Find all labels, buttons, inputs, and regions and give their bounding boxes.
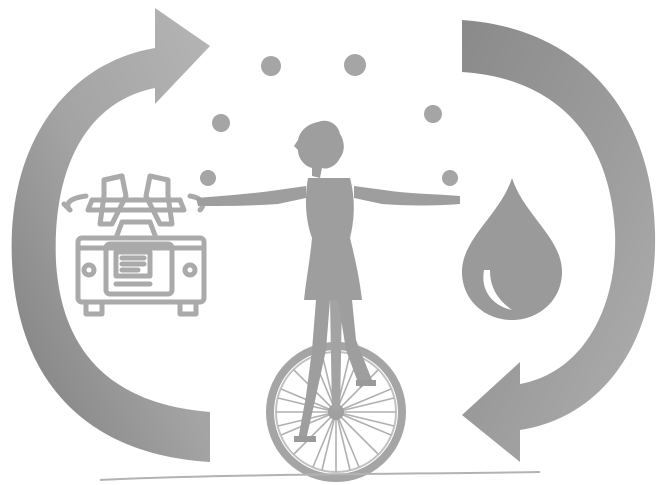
juggling-ball [261, 56, 281, 76]
centrifuge-machine-icon [64, 176, 204, 314]
left-cycle-arrow [12, 8, 210, 462]
water-drop-icon [462, 178, 562, 320]
unicycle-juggler-silhouette [196, 121, 460, 478]
juggling-ball [344, 54, 366, 76]
juggling-ball [212, 114, 230, 132]
juggling-ball [424, 105, 442, 123]
juggling-ball [200, 170, 216, 186]
juggling-ball [442, 170, 458, 186]
